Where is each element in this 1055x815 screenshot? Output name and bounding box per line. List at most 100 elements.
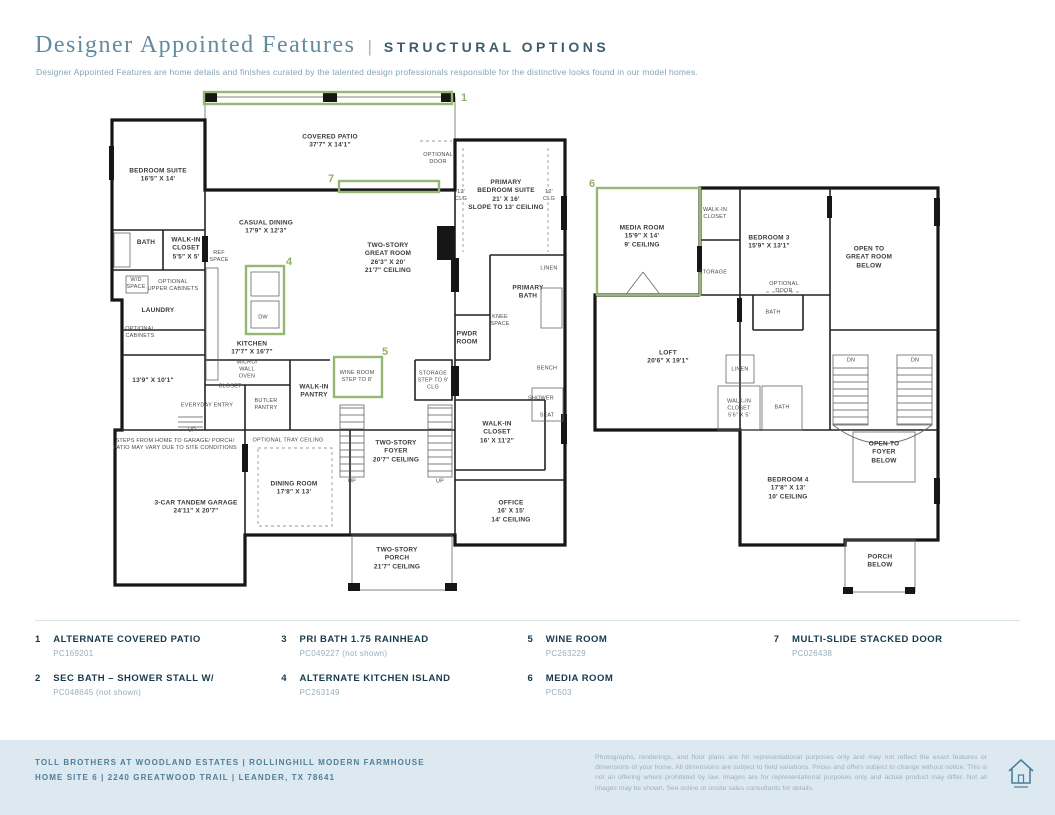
legend-code: PC263229 xyxy=(545,649,587,658)
room-label: LOFT 20'6" X 19'1" xyxy=(647,349,689,365)
room-label: STORAGE STEP TO 9' CLG xyxy=(417,370,449,391)
room-label: UP xyxy=(435,478,445,485)
room-label: CASUAL DINING 17'9" X 12'3" xyxy=(238,219,294,235)
room-label: UP xyxy=(347,478,357,485)
room-label: PWDR ROOM xyxy=(456,330,478,346)
house-logo-icon xyxy=(1008,758,1034,788)
option-marker: 1 xyxy=(460,92,468,104)
room-label: BATH xyxy=(765,309,781,316)
room-label: 12' CLG xyxy=(543,188,555,202)
room-label: WALK-IN CLOSET 5'6" X 5' xyxy=(726,398,752,419)
room-label: OPTIONAL DOOR xyxy=(423,151,453,165)
legend-number: 2 xyxy=(35,673,41,684)
room-label: WALK-IN CLOSET 5'5" X 5' xyxy=(171,236,201,261)
stairs-up-left xyxy=(339,404,365,478)
legend-title: ALTERNATE COVERED PATIO xyxy=(53,634,201,645)
media-room-doors xyxy=(626,271,660,294)
stairs-up-right xyxy=(427,404,453,478)
room-label: BEDROOM 4 17'8" X 13' 10' CEILING xyxy=(767,476,809,501)
legend-title: SEC BATH – SHOWER STALL W/ xyxy=(53,673,215,684)
options-legend: 1 ALTERNATE COVERED PATIO PC169201 3 PRI… xyxy=(35,634,1020,697)
legend-code: PC263149 xyxy=(299,688,340,697)
legend-item: 3 PRI BATH 1.75 RAINHEAD PC049227 (not s… xyxy=(281,634,527,658)
room-label: TWO-STORY PORCH 21'7" CEILING xyxy=(373,546,421,571)
option-7-highlight xyxy=(337,179,441,194)
room-label: BATH xyxy=(774,404,790,411)
room-label: PRIMARY BATH xyxy=(512,284,544,300)
room-label: KNEE SPACE xyxy=(490,313,510,327)
legend-title: PRI BATH 1.75 RAINHEAD xyxy=(299,634,429,645)
open-to-foyer-outline xyxy=(852,431,916,483)
footer-address-line1: TOLL BROTHERS AT WOODLAND ESTATES | ROLL… xyxy=(35,758,425,767)
room-label: 13'9" X 10'1" xyxy=(132,376,174,384)
room-label: WALK-IN PANTRY xyxy=(299,383,329,399)
room-label: WALK-IN CLOSET 16' X 11'2" xyxy=(479,420,515,445)
stairs-down-left xyxy=(832,354,869,426)
legend-item: 1 ALTERNATE COVERED PATIO PC169201 xyxy=(35,634,281,658)
porch-below-outline xyxy=(844,539,916,593)
room-label: MEDIA ROOM 15'9" X 14' 9' CEILING xyxy=(619,224,665,249)
legend-title: MULTI-SLIDE STACKED DOOR xyxy=(792,634,943,645)
option-4-highlight xyxy=(244,264,286,336)
room-label: BUTLER PANTRY xyxy=(254,397,278,411)
room-label: 12' CLG xyxy=(455,188,467,202)
page-subtitle: Designer Appointed Features are home det… xyxy=(36,67,699,77)
legend-item: 6 MEDIA ROOM PC503 xyxy=(528,673,774,697)
footer-disclaimer: Photographs, renderings, and floor plans… xyxy=(595,754,987,792)
legend-item: 5 WINE ROOM PC263229 xyxy=(528,634,774,658)
first-floor-plan xyxy=(109,90,567,591)
garage-entry-steps xyxy=(178,416,203,428)
room-label: OPEN TO GREAT ROOM BELOW xyxy=(845,245,893,270)
room-label: STORAGE xyxy=(698,269,728,276)
legend-title: ALTERNATE KITCHEN ISLAND xyxy=(299,673,451,684)
legend-number: 1 xyxy=(35,634,41,645)
option-marker: 4 xyxy=(285,256,293,268)
room-label: REF SPACE xyxy=(209,249,229,263)
fireplace xyxy=(437,226,455,260)
room-label: DN xyxy=(910,357,920,364)
footer-address-line2: HOME SITE 6 | 2240 GREATWOOD TRAIL | LEA… xyxy=(35,773,336,783)
legend-number: 3 xyxy=(281,634,287,645)
room-label: BENCH xyxy=(536,365,558,372)
option-marker: 6 xyxy=(588,178,596,190)
room-label: EVERYDAY ENTRY xyxy=(180,402,234,409)
room-label: SHOWER xyxy=(528,395,554,402)
title-divider: | xyxy=(367,37,372,56)
room-label: BEDROOM 3 15'9" X 13'1" xyxy=(748,234,790,250)
room-label: OPTIONAL UPPER CABINETS xyxy=(147,278,199,292)
room-label: CLOSET xyxy=(218,383,242,390)
room-label: DINING ROOM 17'8" X 13' xyxy=(270,480,318,496)
legend-item: 7 MULTI-SLIDE STACKED DOOR PC026438 xyxy=(774,634,1020,658)
porch-outline xyxy=(351,534,453,591)
room-label: STEPS FROM HOME TO GARAGE/ PORCH/ PATIO … xyxy=(113,437,237,451)
legend-title: WINE ROOM xyxy=(545,634,608,645)
page-header: Designer Appointed Features | STRUCTURAL… xyxy=(35,32,609,59)
option-6-highlight xyxy=(595,186,702,297)
stairs-down-right xyxy=(896,354,933,426)
legend-item: 2 SEC BATH – SHOWER STALL W/ PC048645 (n… xyxy=(35,673,281,697)
room-label: LAUNDRY xyxy=(141,306,175,314)
legend-divider xyxy=(35,620,1020,621)
room-label: KITCHEN 17'7" X 16'7" xyxy=(231,340,273,356)
room-label: DW xyxy=(258,314,268,321)
legend-number: 4 xyxy=(281,673,287,684)
option-1-highlight xyxy=(202,90,454,106)
room-label: BATH xyxy=(136,238,156,246)
page-title-caps: STRUCTURAL OPTIONS xyxy=(383,39,610,55)
legend-code: PC169201 xyxy=(53,649,94,658)
room-label: OPTIONAL CABINETS xyxy=(125,325,155,339)
room-label: MICRO/ WALL OVEN xyxy=(236,359,258,380)
legend-item: 4 ALTERNATE KITCHEN ISLAND PC263149 xyxy=(281,673,527,697)
option-5-highlight xyxy=(332,355,384,399)
optional-tray-ceiling-outline xyxy=(257,447,333,527)
room-label: BEDROOM SUITE 16'5" X 14' xyxy=(129,167,187,183)
room-label: SEAT xyxy=(539,412,555,419)
legend-number: 6 xyxy=(527,673,533,684)
option-marker: 5 xyxy=(381,346,389,358)
legend-number: 7 xyxy=(773,634,780,645)
legend-code: PC049227 (not shown) xyxy=(299,649,388,658)
room-label: PORCH BELOW xyxy=(867,553,893,569)
legend-code: PC026438 xyxy=(792,649,833,658)
